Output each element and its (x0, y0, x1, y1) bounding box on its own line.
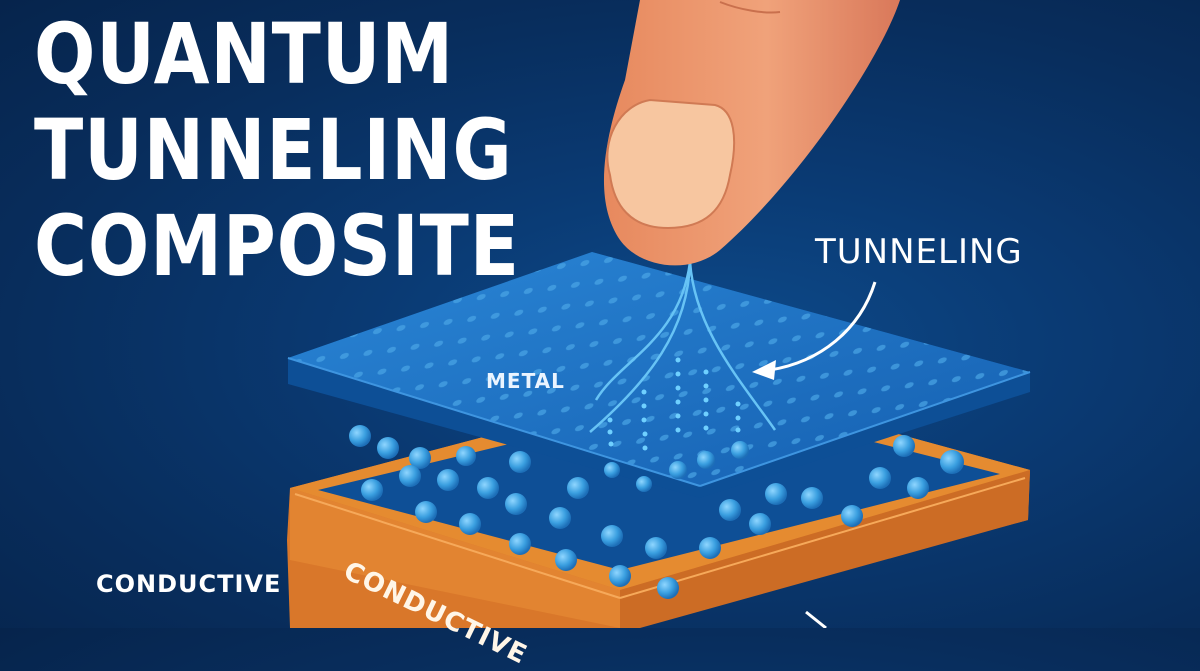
tunneling-dots (604, 357, 749, 492)
conductive-particles (349, 425, 964, 599)
composite-illustration (287, 0, 1031, 628)
conductive-label: CONDUCTIVE (96, 570, 282, 598)
tunneling-paths (589, 261, 777, 433)
metal-plate (287, 252, 1031, 498)
title-line-2: TUNNELING (34, 101, 513, 199)
title-line-1: QUANTUM (34, 5, 455, 103)
conductive-pointer-icon (805, 610, 827, 628)
title-line-3: COMPOSITE (34, 197, 520, 295)
tunneling-label: TUNNELING (815, 232, 1023, 272)
page-title: QUANTUM TUNNELING COMPOSITE (34, 6, 520, 294)
tunneling-arrow-icon (752, 281, 877, 380)
metal-label: METAL (486, 369, 565, 393)
finger-pressing (603, 0, 900, 266)
